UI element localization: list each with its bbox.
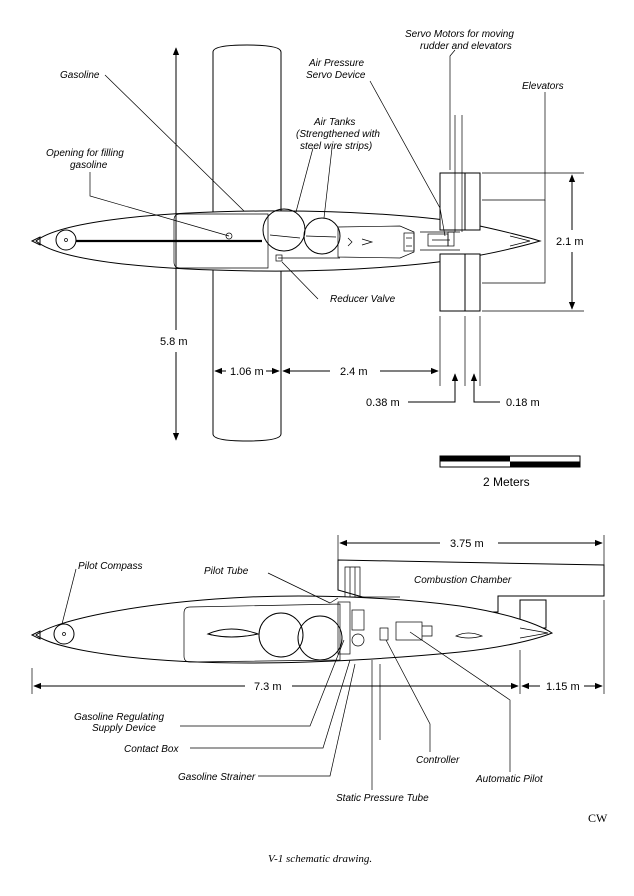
label-controller: Controller [416,755,460,766]
artist-signature: CW [588,811,608,825]
dim-engine-length: 3.75 m [450,538,484,550]
top-leaders [89,49,546,300]
label-opening-line2: gasoline [70,160,108,171]
label-contact-box: Contact Box [124,744,179,755]
side-view: Pilot Compass Pilot Tube Combustion Cham… [30,535,605,804]
label-combustion-chamber: Combustion Chamber [414,575,512,586]
dim-span: 5.8 m [160,336,188,348]
side-dimensions [31,535,605,694]
label-gasoline-regulating-line2: Supply Device [92,723,156,734]
dim-chord: 1.06 m [230,366,264,378]
dim-fuselage-length: 7.3 m [254,681,282,693]
label-elevators: Elevators [522,81,564,92]
tailplane [439,115,481,312]
label-air-tanks-line2: (Strengthened with [296,129,380,140]
top-dimensions [172,47,584,441]
figure-caption: V-1 schematic drawing. [268,853,372,865]
label-pilot-tube: Pilot Tube [204,566,249,577]
top-view: Gasoline Opening for filling gasoline Ai… [30,29,584,489]
label-gasoline-regulating-line1: Gasoline Regulating [74,712,164,723]
label-static-pressure-tube: Static Pressure Tube [336,793,429,804]
label-pilot-compass: Pilot Compass [78,561,142,572]
dim-tail-gap: 0.38 m [366,397,400,409]
scale-bar [439,455,581,468]
label-air-tanks-line3: steel wire strips) [300,141,372,152]
dim-tail-overhang: 1.15 m [546,681,580,693]
label-opening-line1: Opening for filling [46,148,124,159]
label-air-tanks-line1: Air Tanks [313,117,355,128]
label-air-pressure-line2: Servo Device [306,70,366,81]
label-air-pressure-line1: Air Pressure [308,58,364,69]
scale-bar-label: 2 Meters [483,475,530,489]
label-automatic-pilot: Automatic Pilot [475,774,544,785]
label-servo-motors-line1: Servo Motors for moving [405,29,514,40]
dim-elevator-chord: 0.18 m [506,397,540,409]
fuselage-top [30,208,542,272]
fuselage-side [30,595,554,664]
label-servo-motors-line2: rudder and elevators [420,41,512,52]
label-gasoline: Gasoline [60,70,100,81]
dim-wing-to-tail: 2.4 m [340,366,368,378]
side-leaders [61,568,511,790]
label-gasoline-strainer: Gasoline Strainer [178,772,256,783]
combustion-chamber [328,559,605,629]
label-reducer-valve: Reducer Valve [330,294,396,305]
dim-tailplane-span: 2.1 m [556,236,584,248]
